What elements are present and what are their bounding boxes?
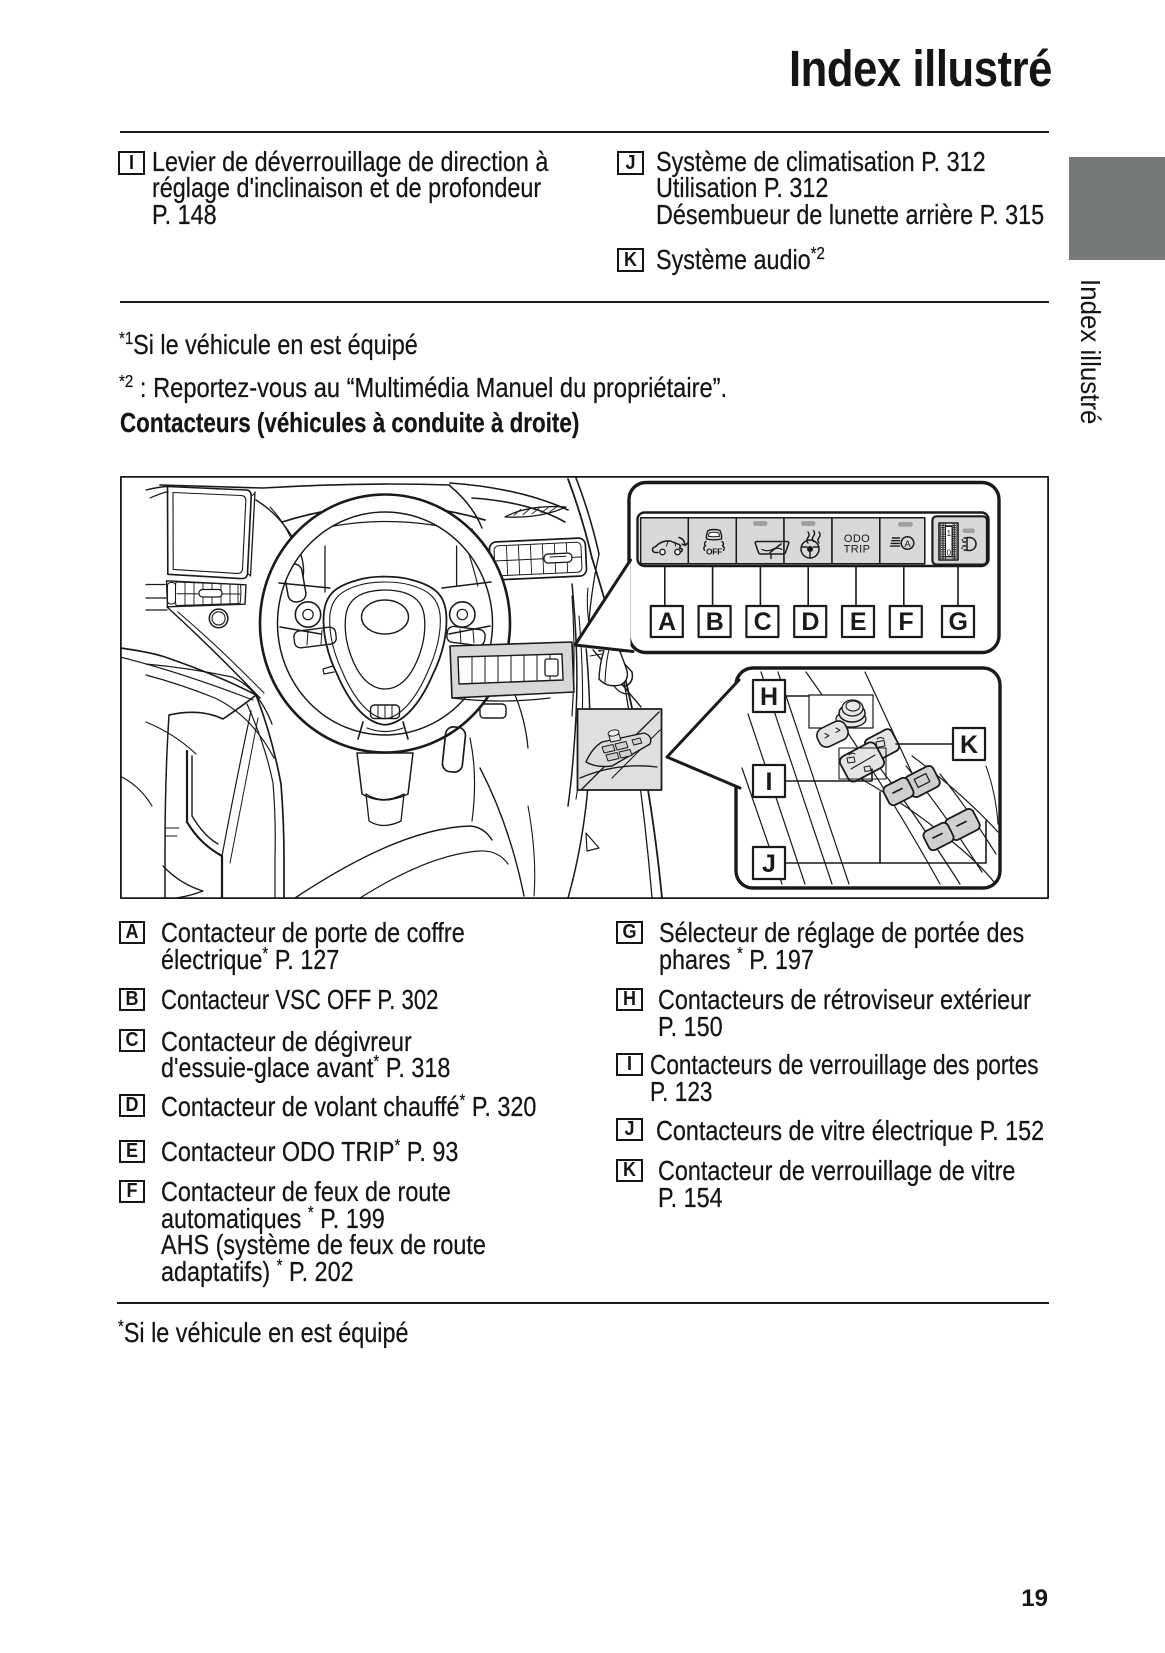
svg-text:G: G [948, 608, 967, 636]
svg-text:ODO: ODO [844, 533, 870, 545]
svg-text:TRIP: TRIP [844, 544, 871, 556]
svg-text:A: A [904, 539, 911, 550]
svg-text:0: 0 [947, 549, 952, 558]
svg-text:I: I [766, 768, 773, 796]
svg-text:A: A [658, 608, 676, 636]
svg-text:H: H [760, 683, 778, 711]
svg-text:OFF: OFF [706, 547, 722, 557]
svg-text:F: F [898, 608, 913, 636]
svg-text:C: C [754, 608, 772, 636]
svg-text:E: E [850, 608, 867, 636]
svg-text:D: D [801, 608, 819, 636]
svg-text:B: B [706, 608, 724, 636]
svg-text:K: K [960, 731, 978, 759]
svg-text:J: J [762, 850, 776, 878]
svg-text:1: 1 [947, 529, 952, 538]
